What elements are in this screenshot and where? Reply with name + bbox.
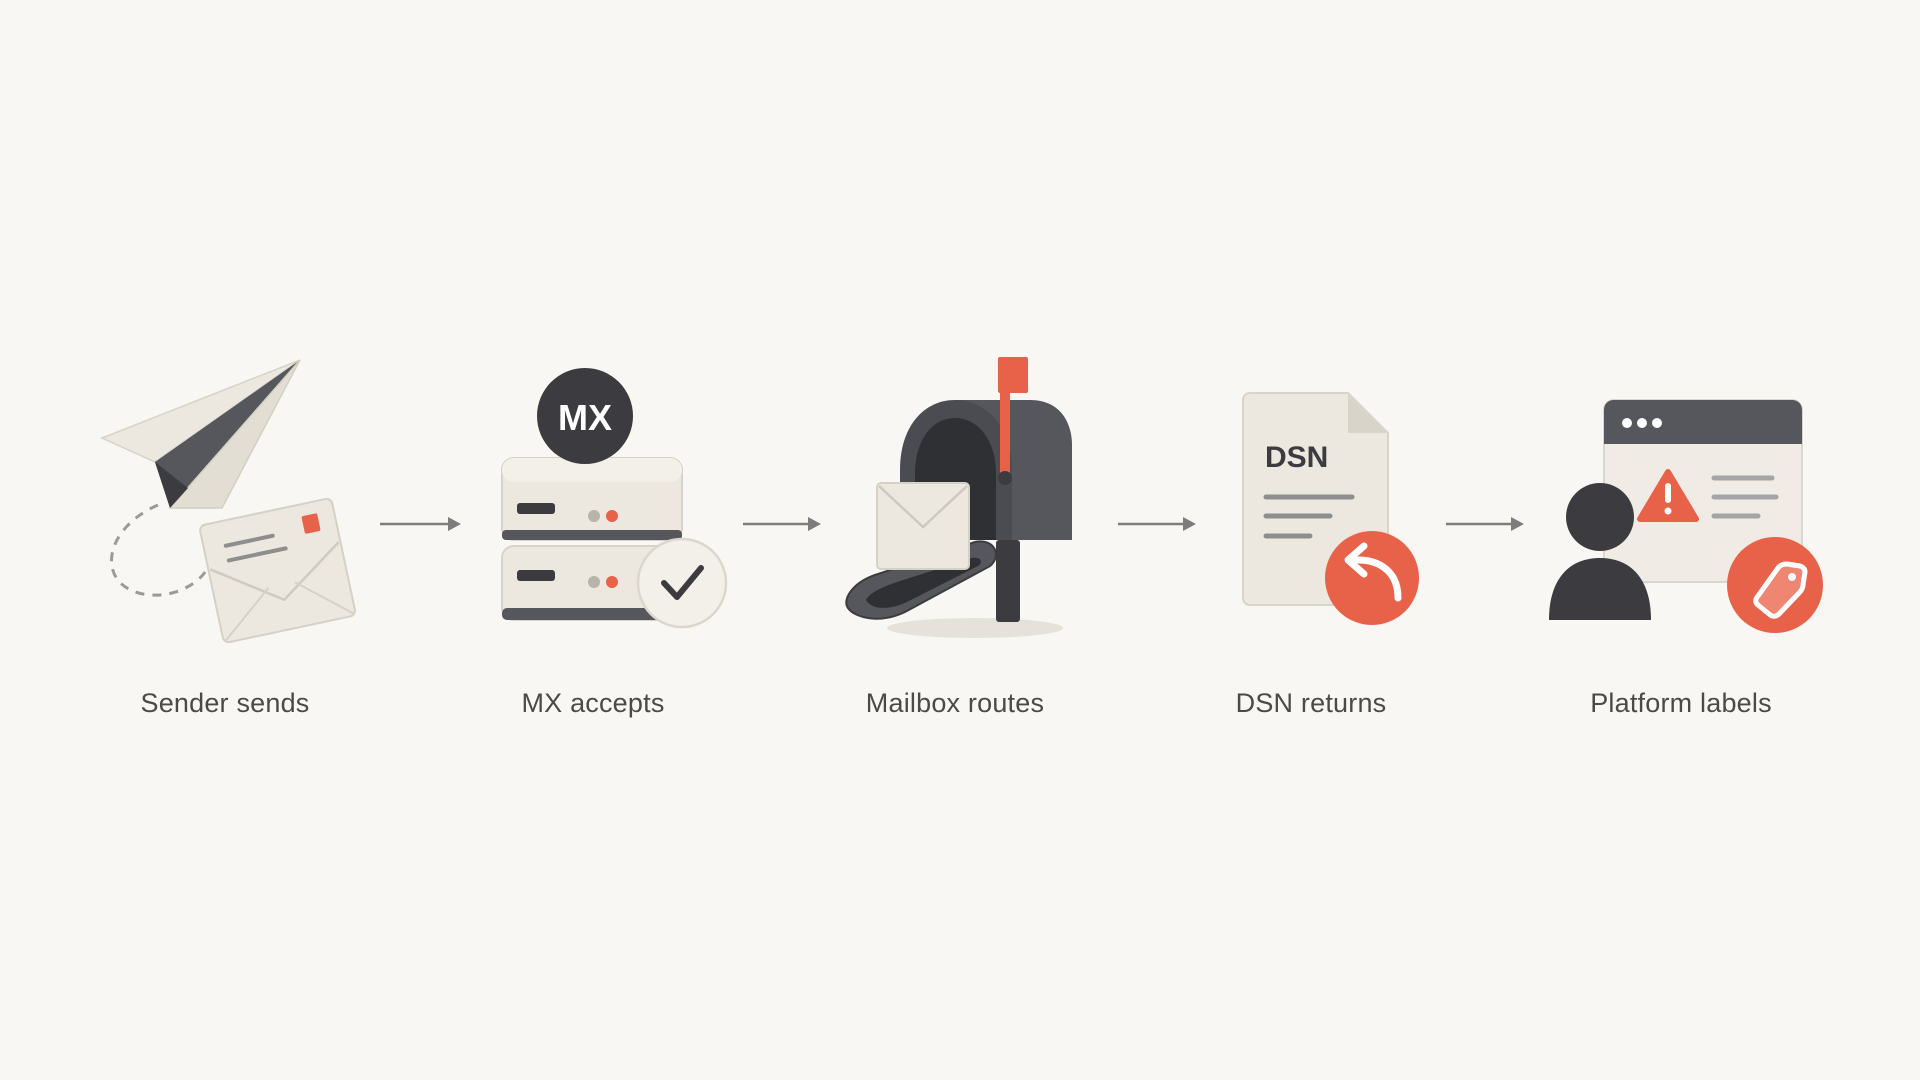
- step-label-sender-sends: Sender sends: [140, 688, 310, 718]
- dsn-document-return-icon: DSN: [1242, 392, 1419, 625]
- platform-warning-tag-icon: [1549, 399, 1823, 633]
- step-label-mx-accepts: MX accepts: [521, 688, 665, 718]
- mx-server-check-icon: MX: [501, 368, 728, 629]
- mailbox-envelope-icon: [876, 482, 970, 570]
- mailbox-flag-icon: [998, 357, 1028, 485]
- mx-badge: MX: [537, 368, 633, 464]
- flow-arrow-4: [1446, 517, 1524, 531]
- stamp-icon: [301, 513, 321, 534]
- step-label-dsn-returns: DSN returns: [1235, 688, 1387, 718]
- mailbox-icon: [845, 357, 1072, 638]
- warning-icon: [1637, 469, 1699, 522]
- paper-plane-envelope-icon: [100, 359, 356, 644]
- dashed-trail-icon: [110, 503, 207, 597]
- envelope-icon: [199, 497, 356, 644]
- user-icon: [1549, 483, 1651, 620]
- check-circle-icon: [636, 537, 728, 629]
- browser-window-icon: [1603, 399, 1803, 583]
- step-label-mailbox-routes: Mailbox routes: [865, 688, 1045, 718]
- flow-arrow-1: [380, 517, 461, 531]
- step-label-platform-labels: Platform labels: [1590, 688, 1772, 718]
- flow-arrow-2: [743, 517, 821, 531]
- tag-icon: [1727, 537, 1823, 633]
- server-stack-icon: [501, 457, 683, 621]
- paper-plane-icon: [100, 359, 301, 509]
- dsn-badge-text: DSN: [1265, 441, 1328, 474]
- mx-badge-text: MX: [558, 397, 612, 438]
- flow-arrow-3: [1118, 517, 1196, 531]
- return-arrow-icon: [1325, 531, 1419, 625]
